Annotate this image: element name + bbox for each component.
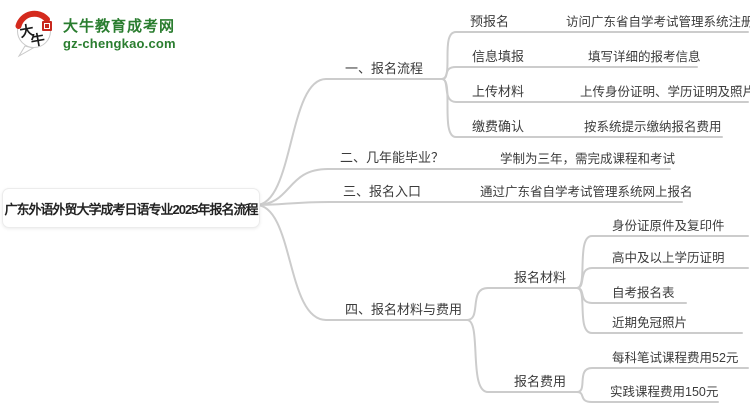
material-item-3: 自考报名表 [612,286,675,300]
branch-entry-label: 三、报名入口 [343,184,422,199]
branch-materials-fees-label: 四、报名材料与费用 [345,302,463,317]
entry-desc: 通过广东省自学考试管理系统网上报名 [480,185,693,199]
material-item-4: 近期免冠照片 [612,316,688,330]
branch-process-label: 一、报名流程 [345,61,424,76]
material-item-1: 身份证原件及复印件 [612,219,725,233]
graduation-desc: 学制为三年，需完成课程和考试 [500,152,676,166]
process-step1-desc: 访问广东省自学考试管理系统注册 [566,15,750,29]
process-step2-desc: 填写详细的报考信息 [588,50,701,64]
materials-group-label: 报名材料 [514,270,567,285]
branch-line-process-step2 [441,66,698,80]
brand-name: 大牛教育成考网 [63,17,176,35]
process-step3-desc: 上传身份证明、学历证明及照片 [580,85,750,99]
branch-line-material-2 [576,267,749,289]
branch-line-process [255,78,443,206]
branch-line-material-4 [576,287,743,334]
branch-graduation-label: 二、几年能毕业？ [340,150,445,165]
process-step3-label: 上传材料 [472,84,525,99]
branch-line-process-step4 [441,78,723,138]
branch-line-entry [255,201,683,206]
process-step4-label: 缴费确认 [472,119,525,134]
logo-char-niu: 牛 [30,31,47,49]
process-step1-label: 预报名 [470,14,510,29]
fee-item-2: 实践课程费用150元 [610,385,719,399]
site-logo: 大 牛 大牛教育成考网 gz-chengkao.com [14,10,176,58]
brand-domain: gz-chengkao.com [63,35,176,51]
process-step2-label: 信息填报 [472,49,525,64]
branch-line-graduation [255,168,671,206]
fees-group-label: 报名费用 [514,374,567,389]
branch-line-fees [466,319,578,393]
central-topic: 广东外语外贸大学成考日语专业2025年报名流程 [2,188,260,228]
branch-line-materials [466,287,578,321]
branch-line-materials-fees [255,204,468,321]
central-topic-label: 广东外语外贸大学成考日语专业2025年报名流程 [4,201,259,217]
daniu-logo-icon: 大 牛 [15,10,52,58]
process-step4-desc: 按系统提示缴纳报名费用 [584,120,722,134]
branch-line-fee-2 [576,391,719,403]
fee-item-1: 每科笔试课程费用52元 [612,351,739,365]
logo-char-da: 大 [19,22,36,40]
material-item-2: 高中及以上学历证明 [612,251,725,265]
branch-line-fee-1 [576,367,749,393]
